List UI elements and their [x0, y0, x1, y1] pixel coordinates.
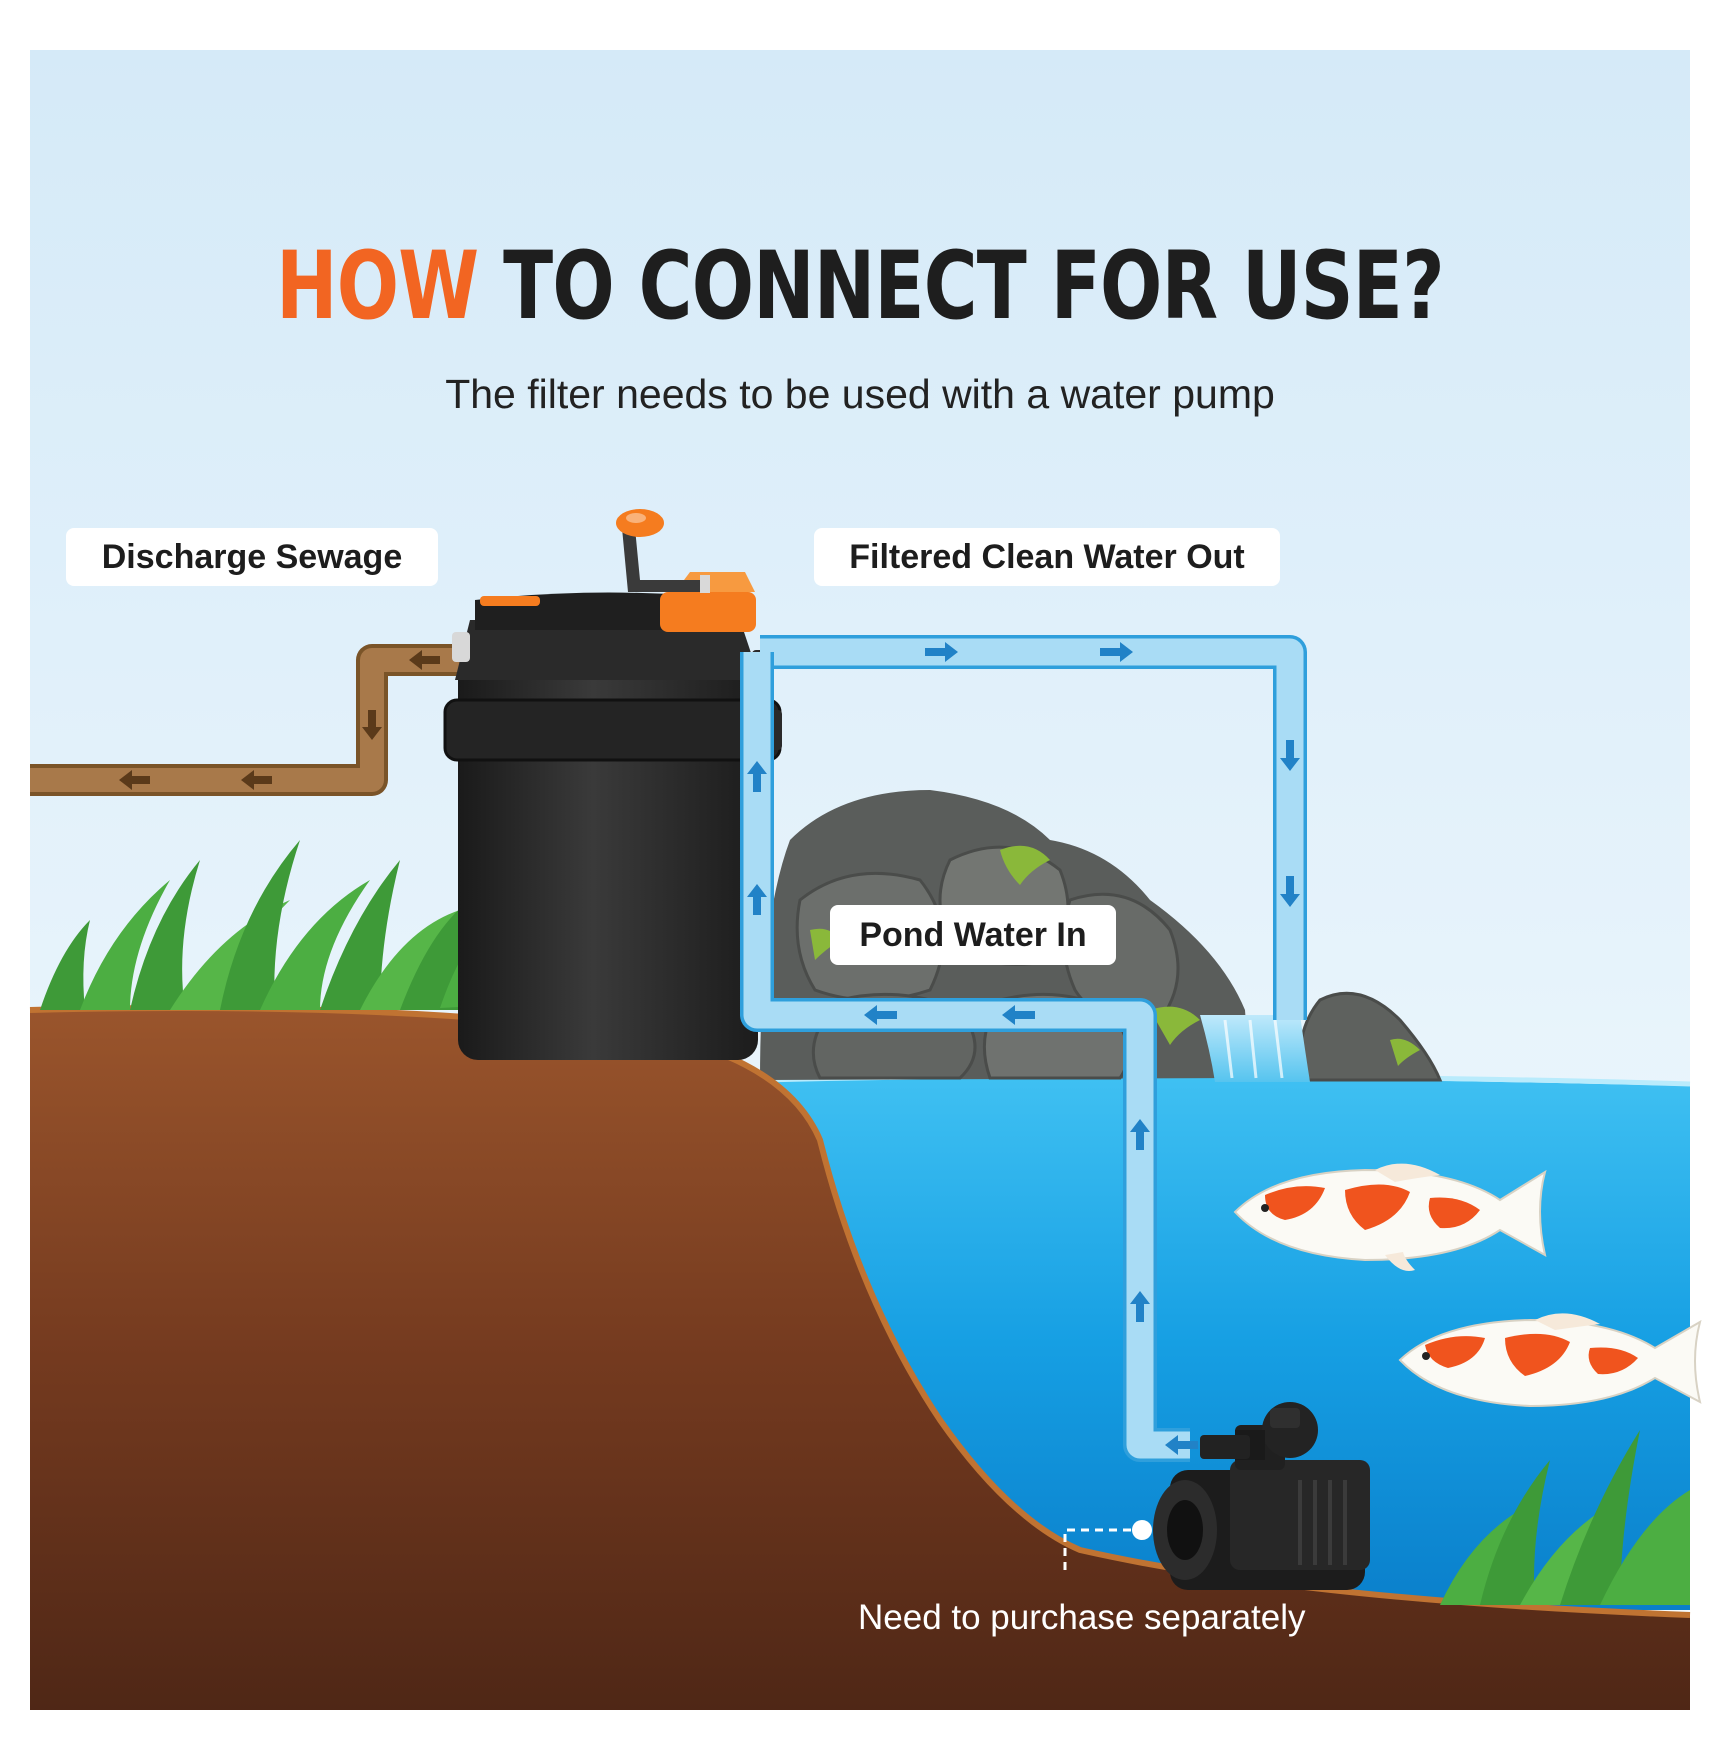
flow-arrow-icon: [119, 650, 440, 790]
callout-dot: [1132, 1520, 1152, 1540]
water-pump-icon: [1153, 1402, 1370, 1590]
page-title: HOW TO CONNECT FOR USE?: [213, 240, 1508, 334]
callout-line: [1063, 1528, 1140, 1570]
koi-fish-icon: [1233, 1163, 1547, 1271]
grass-icon: [1440, 1430, 1690, 1605]
label-discharge-sewage: Discharge Sewage: [66, 528, 438, 586]
page-subtitle: The filter needs to be used with a water…: [445, 371, 1275, 417]
label-filtered-clean-water-out: Filtered Clean Water Out: [814, 528, 1280, 586]
title-highlight: HOW: [276, 232, 479, 341]
koi-fish-icon: [1398, 1313, 1702, 1408]
flow-arrow-icon: [747, 642, 1300, 1455]
title-rest: TO CONNECT FOR USE?: [478, 232, 1444, 341]
soil-bank: [30, 1008, 1690, 1710]
label-pond-water-in: Pond Water In: [830, 905, 1116, 965]
pump-purchase-note: Need to purchase separately: [858, 1598, 1306, 1637]
